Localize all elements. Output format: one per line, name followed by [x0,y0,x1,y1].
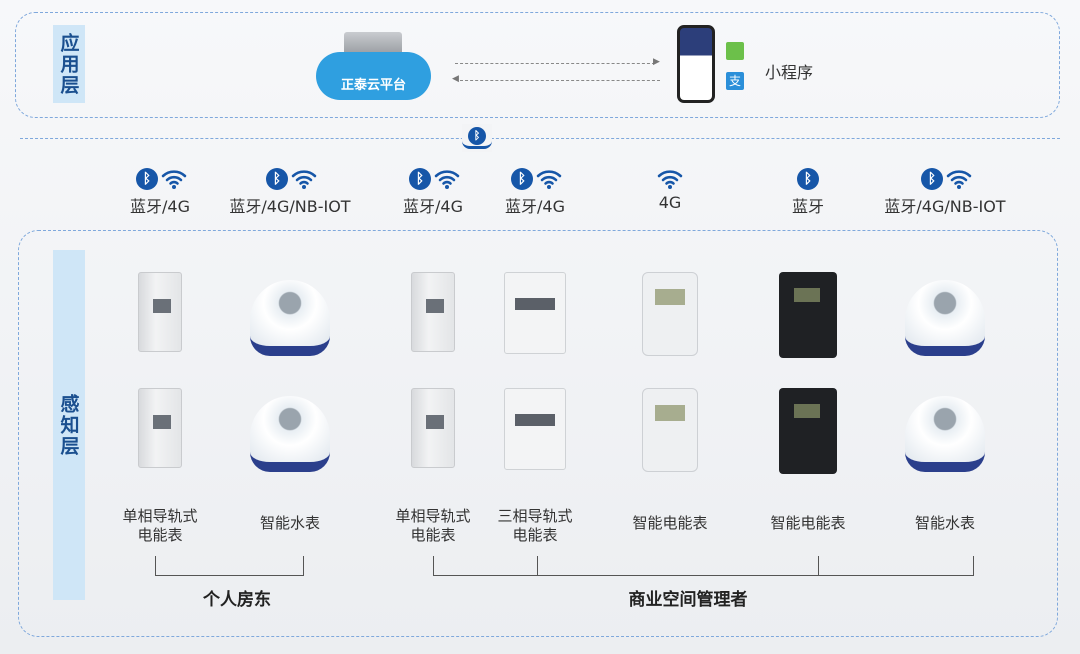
bluetooth-signal-icon: ᛒ [462,124,492,152]
din-rail-meter-image [138,272,182,352]
bracket-tick [433,556,434,576]
din-rail-meter-image [138,388,182,468]
device-name-line1: 智能电能表 [632,514,708,532]
bracket-tick [537,556,538,576]
perception-layer-box [18,230,1058,637]
mini-program-label: 小程序 [765,63,814,82]
bluetooth-icon: ᛒ [409,168,431,190]
personal-bracket [155,575,303,576]
perception-layer-label: 感知层 [53,250,85,600]
three-phase-din-meter-image [504,272,566,354]
connectivity-label: 蓝牙 [791,197,824,216]
three-phase-din-meter-image [504,388,566,470]
connectivity-item: 4G [590,168,750,212]
water-meter-image [905,396,985,472]
wifi-icon [161,168,187,189]
device-name: 智能水表 [915,514,975,533]
group-personal-landlord: 个人房东 [203,590,271,610]
bracket-tick [973,556,974,576]
application-layer-box [15,12,1060,118]
device-name-line1: 智能水表 [914,514,976,532]
device-name-line2: 电能表 [410,526,456,544]
smart-meter-black-image [779,272,837,358]
din-rail-meter-image [411,388,455,468]
bluetooth-icon: ᛒ [136,168,158,190]
device-name-line1: 单相导轨式 [395,507,471,525]
smart-meter-white-image [642,272,698,356]
wifi-icon [291,168,317,189]
smart-meter-black-image [779,388,837,474]
wifi-icon [536,168,562,189]
device-name-line1: 单相导轨式 [122,507,198,525]
wifi-icon [657,168,683,189]
connectivity-label: 蓝牙/4G/NB-IOT [229,197,351,216]
connectivity-label: 蓝牙/4G/NB-IOT [884,197,1006,216]
commercial-bracket [433,575,973,576]
device-name: 单相导轨式电能表 [122,507,197,545]
connectivity-label: 蓝牙/4G [130,197,190,216]
water-meter-image [250,396,330,472]
arrow-to-app [455,63,655,64]
device-name: 单相导轨式电能表 [395,507,470,545]
layer-divider [20,138,1060,139]
arrow-left-icon: ◀ [452,74,459,84]
bluetooth-icon: ᛒ [921,168,943,190]
cloud-icon [316,52,431,100]
wifi-icon [946,168,972,189]
group-commercial-manager: 商业空间管理者 [628,590,748,610]
wifi-icon [434,168,460,189]
bracket-tick [155,556,156,576]
bluetooth-icon: ᛒ [266,168,288,190]
device-name: 智能电能表 [770,514,845,533]
device-name-line1: 智能水表 [259,514,321,532]
cloud-platform-label: 正泰云平台 [340,78,406,93]
application-layer-label: 应用层 [53,25,85,103]
wechat-icon [726,42,744,60]
smart-meter-white-image [642,388,698,472]
connectivity-item: ᛒ 蓝牙/4G [353,168,513,217]
bluetooth-icon: ᛒ [511,168,533,190]
alipay-icon: 支 [726,72,744,90]
device-name-line2: 电能表 [512,526,558,544]
bracket-tick [303,556,304,576]
connectivity-item: ᛒ 蓝牙/4G [455,168,615,217]
din-rail-meter-image [411,272,455,352]
device-name: 智能电能表 [632,514,707,533]
connectivity-item: ᛒ 蓝牙 [728,168,888,217]
bluetooth-icon: ᛒ [797,168,819,190]
arrow-right-icon: ▶ [653,57,660,67]
device-name-line1: 三相导轨式 [497,507,573,525]
connectivity-label: 蓝牙/4G [403,197,463,216]
device-name: 智能水表 [260,514,320,533]
connectivity-item: ᛒ 蓝牙/4G/NB-IOT [210,168,370,217]
device-name-line2: 电能表 [137,526,183,544]
device-name: 三相导轨式电能表 [497,507,572,545]
arrow-to-cloud [460,80,660,81]
water-meter-image [905,280,985,356]
bracket-tick [818,556,819,576]
connectivity-label: 4G [658,193,682,212]
device-name-line1: 智能电能表 [770,514,846,532]
connectivity-label: 蓝牙/4G [505,197,565,216]
cloud-platform[interactable]: 正泰云平台 [316,30,431,100]
connectivity-item: ᛒ 蓝牙/4G/NB-IOT [865,168,1025,217]
phone-icon [677,25,715,103]
connectivity-item: ᛒ 蓝牙/4G [80,168,240,217]
water-meter-image [250,280,330,356]
